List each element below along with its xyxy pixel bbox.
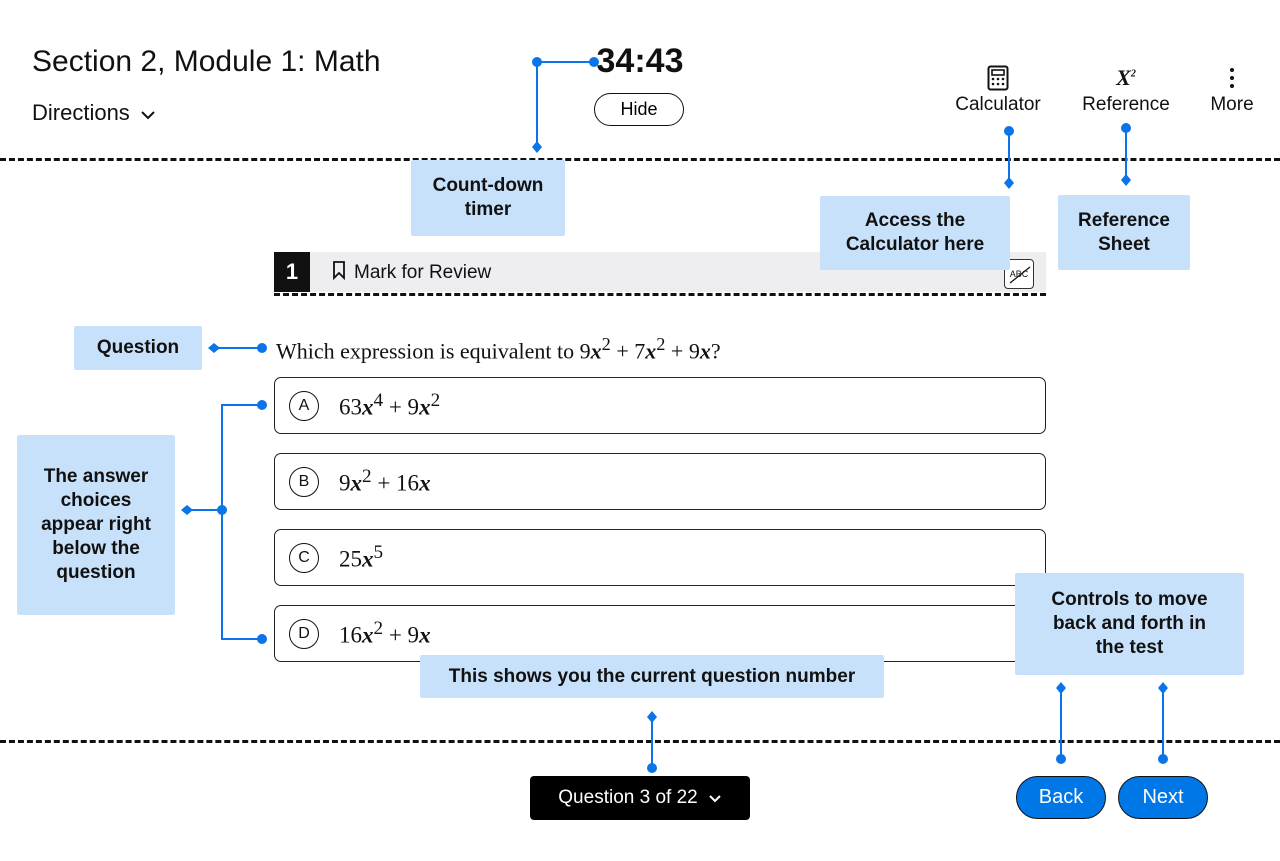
answer-choice-c[interactable]: C 25x5 [274,529,1046,586]
choice-expression-a: 63x4 + 9x2 [339,390,441,420]
superscript-x-icon: X2 [1116,65,1136,90]
question-number: 1 [274,252,310,292]
question-navigator-button[interactable]: Question 3 of 22 [530,776,750,820]
chevron-down-icon [708,787,722,809]
next-button[interactable]: Next [1118,776,1208,819]
hide-timer-button[interactable]: Hide [594,93,684,126]
choice-letter-c: C [289,542,319,573]
question-text: Which expression is equivalent to 9x2 + … [276,334,721,364]
answer-choice-b[interactable]: B 9x2 + 16x [274,453,1046,510]
calculator-button[interactable]: Calculator [952,62,1044,116]
countdown-timer: 34:43 [596,42,684,80]
back-button[interactable]: Back [1016,776,1106,819]
footer-divider [0,740,1280,743]
callout-question: Question [74,326,202,370]
chevron-down-icon [140,100,156,126]
vertical-dots-icon [1229,62,1235,94]
more-label: More [1210,94,1254,115]
choice-letter-d: D [289,618,319,649]
directions-toggle[interactable]: Directions [32,100,156,126]
reference-label: Reference [1082,94,1170,115]
bookmark-icon [332,260,346,286]
callout-reference: Reference Sheet [1058,195,1190,270]
mark-for-review-label: Mark for Review [354,262,492,283]
directions-label: Directions [32,100,130,125]
mark-for-review-button[interactable]: Mark for Review [332,260,491,286]
callout-calculator: Access the Calculator here [820,196,1010,270]
reference-button[interactable]: X2 Reference [1080,62,1172,116]
calculator-label: Calculator [955,94,1041,115]
page-title: Section 2, Module 1: Math [32,45,381,78]
question-bar-divider [274,293,1046,296]
header-divider [0,158,1280,161]
abc-strikethrough-icon: ABC [1009,266,1031,284]
more-button[interactable]: More [1206,62,1258,116]
callout-answers: The answer choices appear right below th… [17,435,175,615]
choice-letter-b: B [289,466,319,497]
calculator-icon [987,62,1009,94]
callout-timer: Count-down timer [411,160,565,236]
answer-choice-a[interactable]: A 63x4 + 9x2 [274,377,1046,434]
callout-controls: Controls to move back and forth in the t… [1015,573,1244,675]
choice-expression-c: 25x5 [339,542,384,572]
callout-question-number: This shows you the current question numb… [420,655,884,698]
question-navigator-label: Question 3 of 22 [558,787,698,808]
choice-expression-d: 16x2 + 9x [339,618,431,648]
choice-letter-a: A [289,390,319,421]
choice-expression-b: 9x2 + 16x [339,466,431,496]
